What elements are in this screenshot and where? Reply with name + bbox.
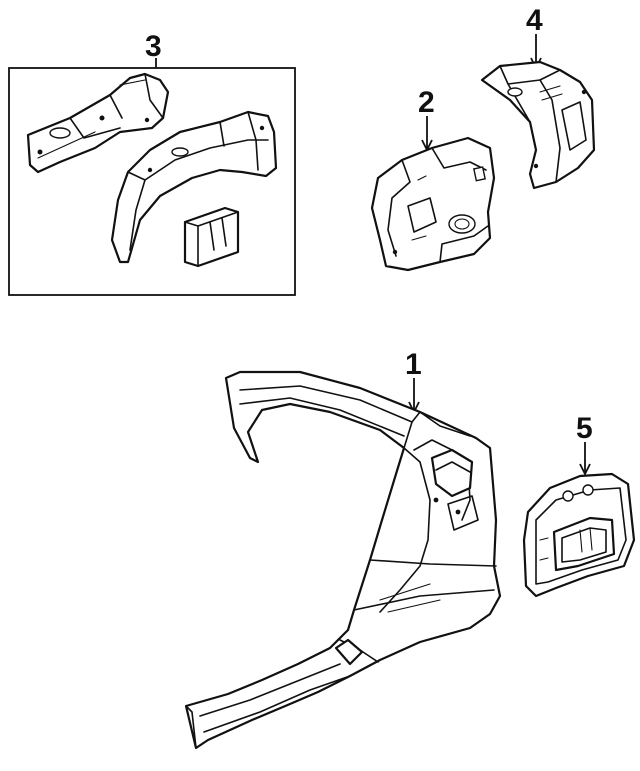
part-1-panel <box>184 370 502 750</box>
callout-1-label: 1 <box>405 348 422 381</box>
callout-4-label: 4 <box>526 4 543 37</box>
part-3-rail <box>26 72 170 174</box>
part-4-group[interactable]: 4 <box>480 4 596 190</box>
part-2-group[interactable]: 2 <box>370 86 496 272</box>
part-3-group[interactable]: 3 <box>8 30 296 296</box>
part-5-group[interactable]: 5 <box>522 412 636 598</box>
part-5-hole-left <box>562 490 574 502</box>
part-3-bracket <box>183 206 240 268</box>
callout-3-label: 3 <box>145 30 162 63</box>
callout-5-arrow <box>579 463 591 477</box>
part-1-group[interactable]: 1 <box>184 348 502 750</box>
part-2-panel <box>370 136 496 272</box>
part-3-wheelhouse <box>110 110 278 264</box>
part-1-sill-tab <box>334 638 364 666</box>
part-1-latch-pocket <box>430 448 474 498</box>
part-3-box <box>8 67 296 296</box>
part-5-opening <box>552 516 616 572</box>
part-2-hole <box>448 214 476 234</box>
callout-2-label: 2 <box>418 86 435 119</box>
part-5-hole-right <box>582 484 594 496</box>
callout-5-label: 5 <box>576 412 593 445</box>
